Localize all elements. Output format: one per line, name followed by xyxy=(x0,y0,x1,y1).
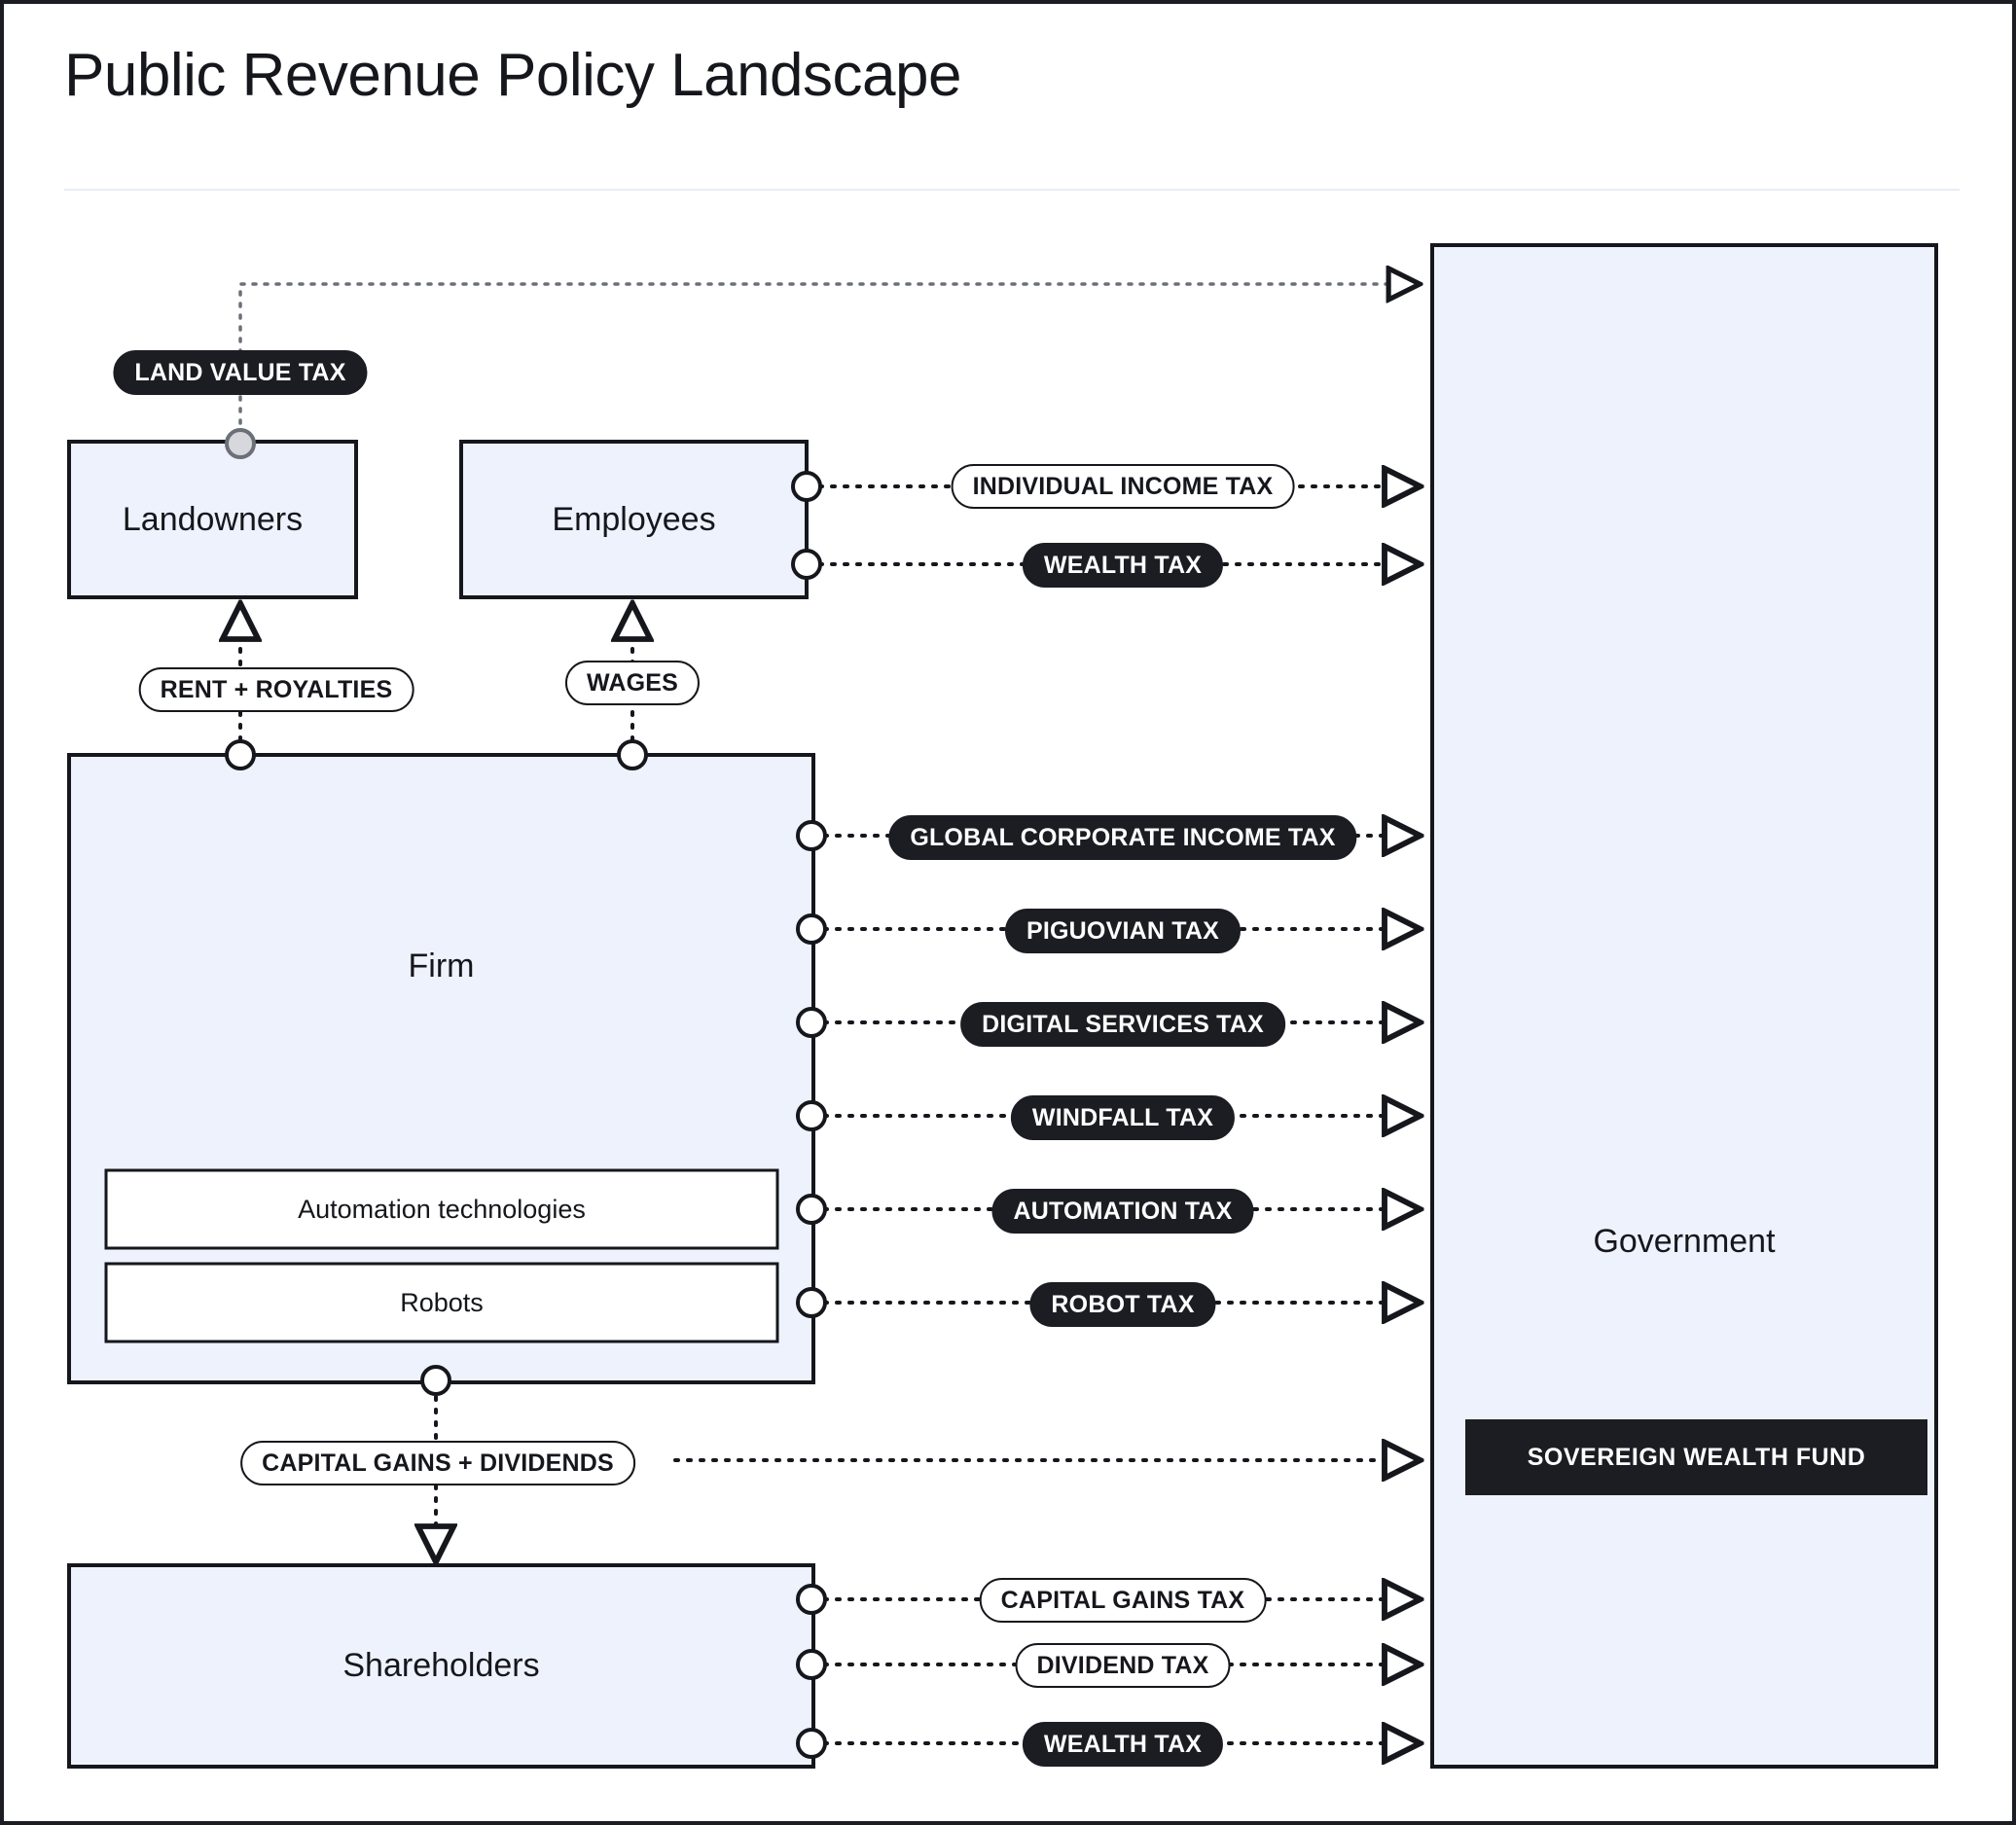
node-government-label: Government xyxy=(1593,1223,1776,1260)
edge-label-robot-tax[interactable]: ROBOT TAX xyxy=(1029,1282,1216,1327)
node-robots[interactable]: Robots xyxy=(106,1264,777,1342)
edge-source-dot-wages xyxy=(617,739,648,770)
node-firm-label: Firm xyxy=(408,948,475,984)
node-sovereign-wealth-fund-label: SOVEREIGN WEALTH FUND xyxy=(1527,1443,1866,1471)
edge-label-windfall-tax[interactable]: WINDFALL TAX xyxy=(1010,1095,1236,1140)
edge-label-individual-income-tax[interactable]: INDIVIDUAL INCOME TAX xyxy=(951,464,1295,509)
node-employees[interactable]: Employees xyxy=(461,442,807,597)
edge-source-dot-shareholders-wealth-tax xyxy=(796,1728,827,1759)
edge-source-dot-piguovian-tax xyxy=(796,913,827,945)
edge-label-piguovian-tax-text: PIGUOVIAN TAX xyxy=(1026,917,1219,945)
node-shareholders-label: Shareholders xyxy=(342,1647,540,1684)
edge-source-dot-global-corporate-income-tax xyxy=(796,820,827,851)
node-automation-technologies-label: Automation technologies xyxy=(298,1194,586,1224)
edge-label-individual-income-tax-text: INDIVIDUAL INCOME TAX xyxy=(972,473,1274,500)
edge-label-automation-tax[interactable]: AUTOMATION TAX xyxy=(991,1189,1254,1234)
edge-label-wages-text: WAGES xyxy=(586,669,679,697)
node-landowners-rect[interactable] xyxy=(67,440,358,599)
edge-source-dot-robot-tax xyxy=(796,1287,827,1318)
edge-label-windfall-tax-text: WINDFALL TAX xyxy=(1031,1104,1214,1131)
node-robots-rect[interactable] xyxy=(104,1262,779,1343)
edge-source-dot-rent-royalties xyxy=(225,739,256,770)
edge-label-land-value-tax[interactable]: LAND VALUE TAX xyxy=(113,350,368,395)
edge-label-rent-royalties[interactable]: RENT + ROYALTIES xyxy=(138,667,414,712)
edge-label-dividend-tax[interactable]: DIVIDEND TAX xyxy=(1015,1643,1231,1688)
edge-source-dot-land-value-tax xyxy=(225,428,256,459)
edge-label-rent-royalties-text: RENT + ROYALTIES xyxy=(160,676,393,703)
edge-source-dot-digital-services-tax xyxy=(796,1007,827,1038)
edge-rent-royalties xyxy=(225,607,256,770)
edge-label-employees-wealth-tax[interactable]: WEALTH TAX xyxy=(1022,543,1224,588)
node-government[interactable]: Government xyxy=(1432,245,1936,1767)
edge-source-dot-capital-gains-dividends xyxy=(420,1365,451,1396)
edge-land-value-tax xyxy=(225,284,1417,459)
edge-source-dot-dividend-tax xyxy=(796,1649,827,1680)
edge-label-capital-gains-tax[interactable]: CAPITAL GAINS TAX xyxy=(979,1578,1267,1623)
node-shareholders-rect[interactable] xyxy=(67,1563,815,1769)
node-landowners-label: Landowners xyxy=(122,500,304,538)
edge-label-shareholders-wealth-tax[interactable]: WEALTH TAX xyxy=(1022,1722,1224,1767)
edge-source-dot-employees-wealth-tax xyxy=(791,549,822,580)
edge-label-global-corporate-income-tax[interactable]: GLOBAL CORPORATE INCOME TAX xyxy=(888,815,1357,860)
edge-label-piguovian-tax[interactable]: PIGUOVIAN TAX xyxy=(1005,909,1241,953)
node-government-rect[interactable] xyxy=(1430,243,1938,1769)
edge-label-robot-tax-text: ROBOT TAX xyxy=(1051,1291,1195,1318)
diagram-canvas xyxy=(67,243,1938,1769)
edge-label-shareholders-wealth-tax-text: WEALTH TAX xyxy=(1043,1731,1203,1758)
title-divider xyxy=(64,189,1960,191)
node-sovereign-wealth-fund-rect[interactable] xyxy=(1465,1419,1927,1495)
edge-label-digital-services-tax[interactable]: DIGITAL SERVICES TAX xyxy=(960,1002,1285,1047)
edge-source-dot-individual-income-tax xyxy=(791,471,822,502)
edge-label-digital-services-tax-text: DIGITAL SERVICES TAX xyxy=(982,1011,1264,1038)
node-sovereign-wealth-fund[interactable]: SOVEREIGN WEALTH FUND xyxy=(1466,1420,1926,1494)
node-employees-label: Employees xyxy=(552,500,716,538)
node-automation-technologies[interactable]: Automation technologies xyxy=(106,1170,777,1248)
edge-wages xyxy=(617,607,648,770)
node-robots-label: Robots xyxy=(400,1287,484,1317)
node-landowners[interactable]: Landowners xyxy=(69,442,356,597)
edge-label-land-value-tax-text: LAND VALUE TAX xyxy=(134,359,346,386)
edge-label-employees-wealth-tax-text: WEALTH TAX xyxy=(1043,552,1203,579)
edge-label-global-corporate-income-tax-text: GLOBAL CORPORATE INCOME TAX xyxy=(910,824,1336,851)
node-employees-rect[interactable] xyxy=(459,440,809,599)
edge-source-dot-capital-gains-tax xyxy=(796,1584,827,1615)
node-automation-rect[interactable] xyxy=(104,1168,779,1250)
edge-label-wages[interactable]: WAGES xyxy=(564,661,701,705)
edge-label-capital-gains-dividends[interactable]: CAPITAL GAINS + DIVIDENDS xyxy=(240,1441,635,1485)
edge-label-capital-gains-tax-text: CAPITAL GAINS TAX xyxy=(1000,1587,1245,1614)
edge-label-dividend-tax-text: DIVIDEND TAX xyxy=(1036,1652,1209,1679)
page-title: Public Revenue Policy Landscape xyxy=(64,42,961,109)
node-shareholders[interactable]: Shareholders xyxy=(69,1565,813,1767)
edge-label-capital-gains-dividends-text: CAPITAL GAINS + DIVIDENDS xyxy=(262,1449,614,1477)
edge-source-dot-automation-tax xyxy=(796,1194,827,1225)
edge-source-dot-windfall-tax xyxy=(796,1100,827,1131)
edge-label-automation-tax-text: AUTOMATION TAX xyxy=(1013,1198,1233,1225)
